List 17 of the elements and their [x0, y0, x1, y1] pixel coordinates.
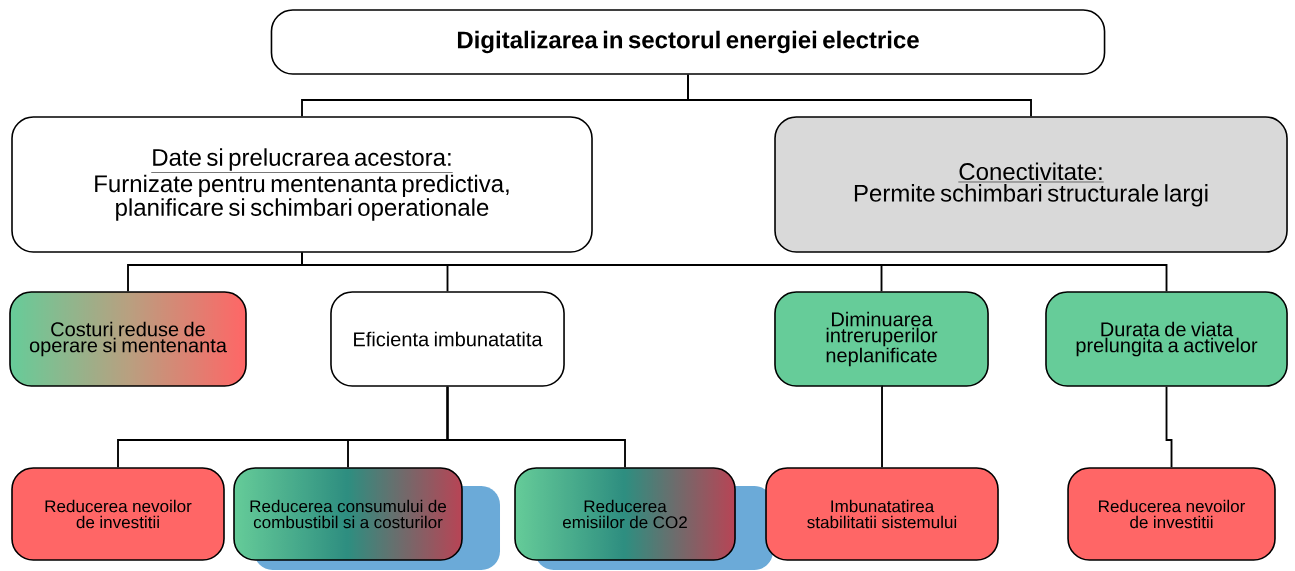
connector-line: [687, 73, 1032, 118]
outcome-box: Reducerea consumului de combustibil si a costurilor: [233, 467, 500, 570]
category-box: Date si prelucrarea acestora: Furnizate pentru mentenanta predictiva, planificare si schimbari operationale: [11, 116, 593, 253]
connector-line: [446, 385, 626, 469]
outcome-box: Reducerea emisiilor de CO2: [514, 467, 773, 570]
benefit-box: Diminuarea intreruperilor neplanificate: [774, 291, 989, 387]
category-box: Conectivitate: Permite schimbari structurale largi: [774, 116, 1288, 253]
connector-line: [301, 251, 1168, 293]
connector-line: [1165, 385, 1173, 469]
benefit-box: Eficienta imbunatatita: [330, 291, 565, 387]
outcome-box: Imbunatatirea stabilitatii sistemului: [765, 467, 999, 561]
benefit-box: Costuri reduse de operare si mentenanta: [9, 291, 247, 387]
connector-line: [880, 385, 883, 469]
outcome-box: Reducerea nevoilor de investitii: [11, 467, 225, 561]
outcome-box: Reducerea nevoilor de investitii: [1067, 467, 1276, 561]
title-box: Digitalizarea in sectorul energiei electrice: [270, 9, 1106, 75]
benefit-box: Durata de viata prelungita a activelor: [1045, 291, 1288, 387]
